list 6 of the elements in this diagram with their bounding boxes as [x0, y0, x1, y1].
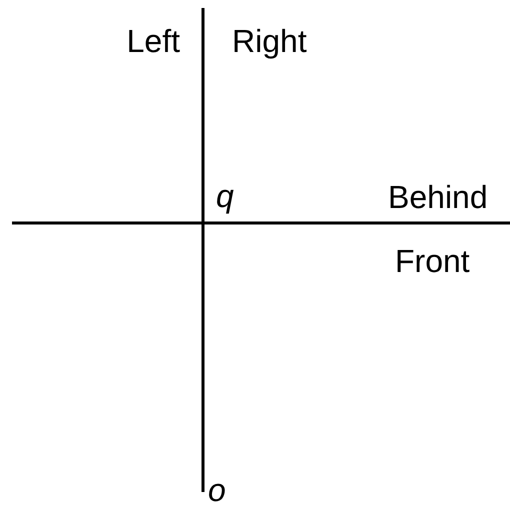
- point-label: o: [208, 472, 226, 506]
- side-label: Right: [232, 23, 307, 59]
- point-label: q: [216, 178, 234, 214]
- side-label: Behind: [388, 179, 488, 215]
- side-label: Front: [395, 243, 470, 279]
- side-label: Left: [126, 23, 180, 59]
